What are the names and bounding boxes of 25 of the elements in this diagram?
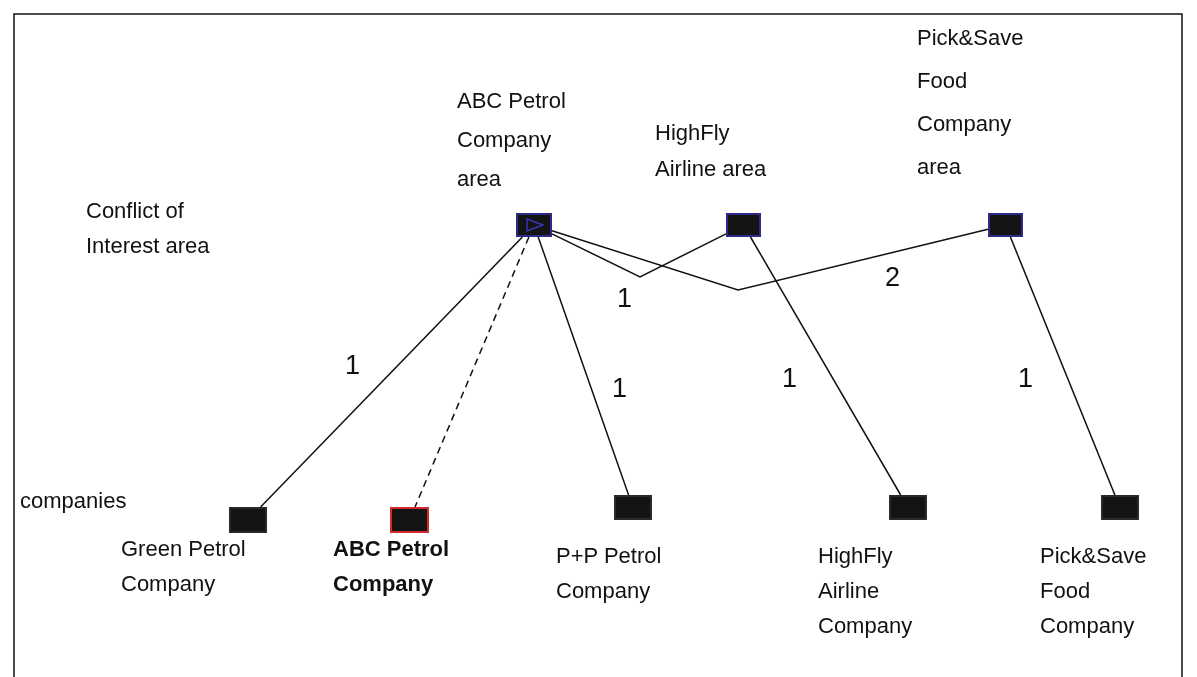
node-caption: ABC Petrol Company area (457, 87, 567, 193)
connector-line (537, 236, 630, 496)
square-box (988, 213, 1023, 237)
area-label: Conflict of Interest area (86, 197, 211, 260)
node-caption: Pick&Save Food Company (1040, 542, 1148, 640)
node-caption: HighFly Airline Company (818, 542, 914, 640)
node-caption: ABC Petrol Company (333, 535, 451, 598)
square-box (614, 495, 652, 520)
square-box (889, 495, 927, 520)
node-caption: Pick&Save Food Company area (917, 24, 1025, 181)
square-box (516, 213, 552, 237)
node-caption: Green Petrol Company (121, 535, 247, 598)
square-box (229, 507, 267, 533)
connector-line (749, 236, 902, 496)
connector-line (259, 236, 524, 508)
node-caption: P+P Petrol Company (556, 542, 663, 605)
connector-line (1009, 236, 1116, 496)
square-box (1101, 495, 1139, 520)
square-box (726, 213, 761, 237)
connector-line (551, 228, 989, 291)
area-label: companies (20, 487, 128, 515)
square-box (390, 507, 429, 533)
dashed-connector-line (414, 236, 530, 508)
connector-line (551, 233, 727, 278)
node-caption: HighFly Airline area (655, 119, 768, 183)
